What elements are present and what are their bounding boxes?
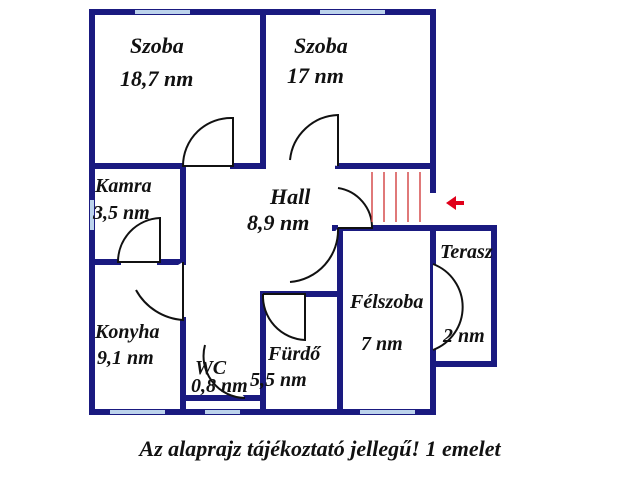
room-name-szoba1: Szoba <box>130 33 184 58</box>
room-name-hall: Hall <box>269 184 311 209</box>
room-area-szoba2: 17 nm <box>287 63 344 88</box>
windows <box>90 10 415 414</box>
room-name-szoba2: Szoba <box>294 33 348 58</box>
room-area-szoba1: 18,7 nm <box>120 66 193 91</box>
room-area-furdo: 5,5 nm <box>250 369 307 391</box>
doors <box>116 113 464 399</box>
room-name-felszoba: Félszoba <box>349 291 423 313</box>
room-area-wc: 0,8 nm <box>191 375 248 397</box>
room-name-wc: WC <box>195 357 227 379</box>
room-area-hall: 8,9 nm <box>247 210 309 235</box>
room-area-kamra: 3,5 nm <box>92 202 150 224</box>
room-name-terasz: Terasz <box>440 241 493 263</box>
plan-caption: Az alaprajz tájékoztató jellegű! 1 emele… <box>139 436 501 461</box>
stairs <box>371 172 421 222</box>
room-name-kamra: Kamra <box>94 175 152 197</box>
arrow-left-icon <box>446 196 464 210</box>
room-name-konyha: Konyha <box>94 321 159 343</box>
room-area-felszoba: 7 nm <box>361 333 403 355</box>
room-name-furdo: Fürdő <box>267 343 322 365</box>
room-area-terasz: 2 nm <box>442 325 485 347</box>
room-area-konyha: 9,1 nm <box>97 347 154 369</box>
